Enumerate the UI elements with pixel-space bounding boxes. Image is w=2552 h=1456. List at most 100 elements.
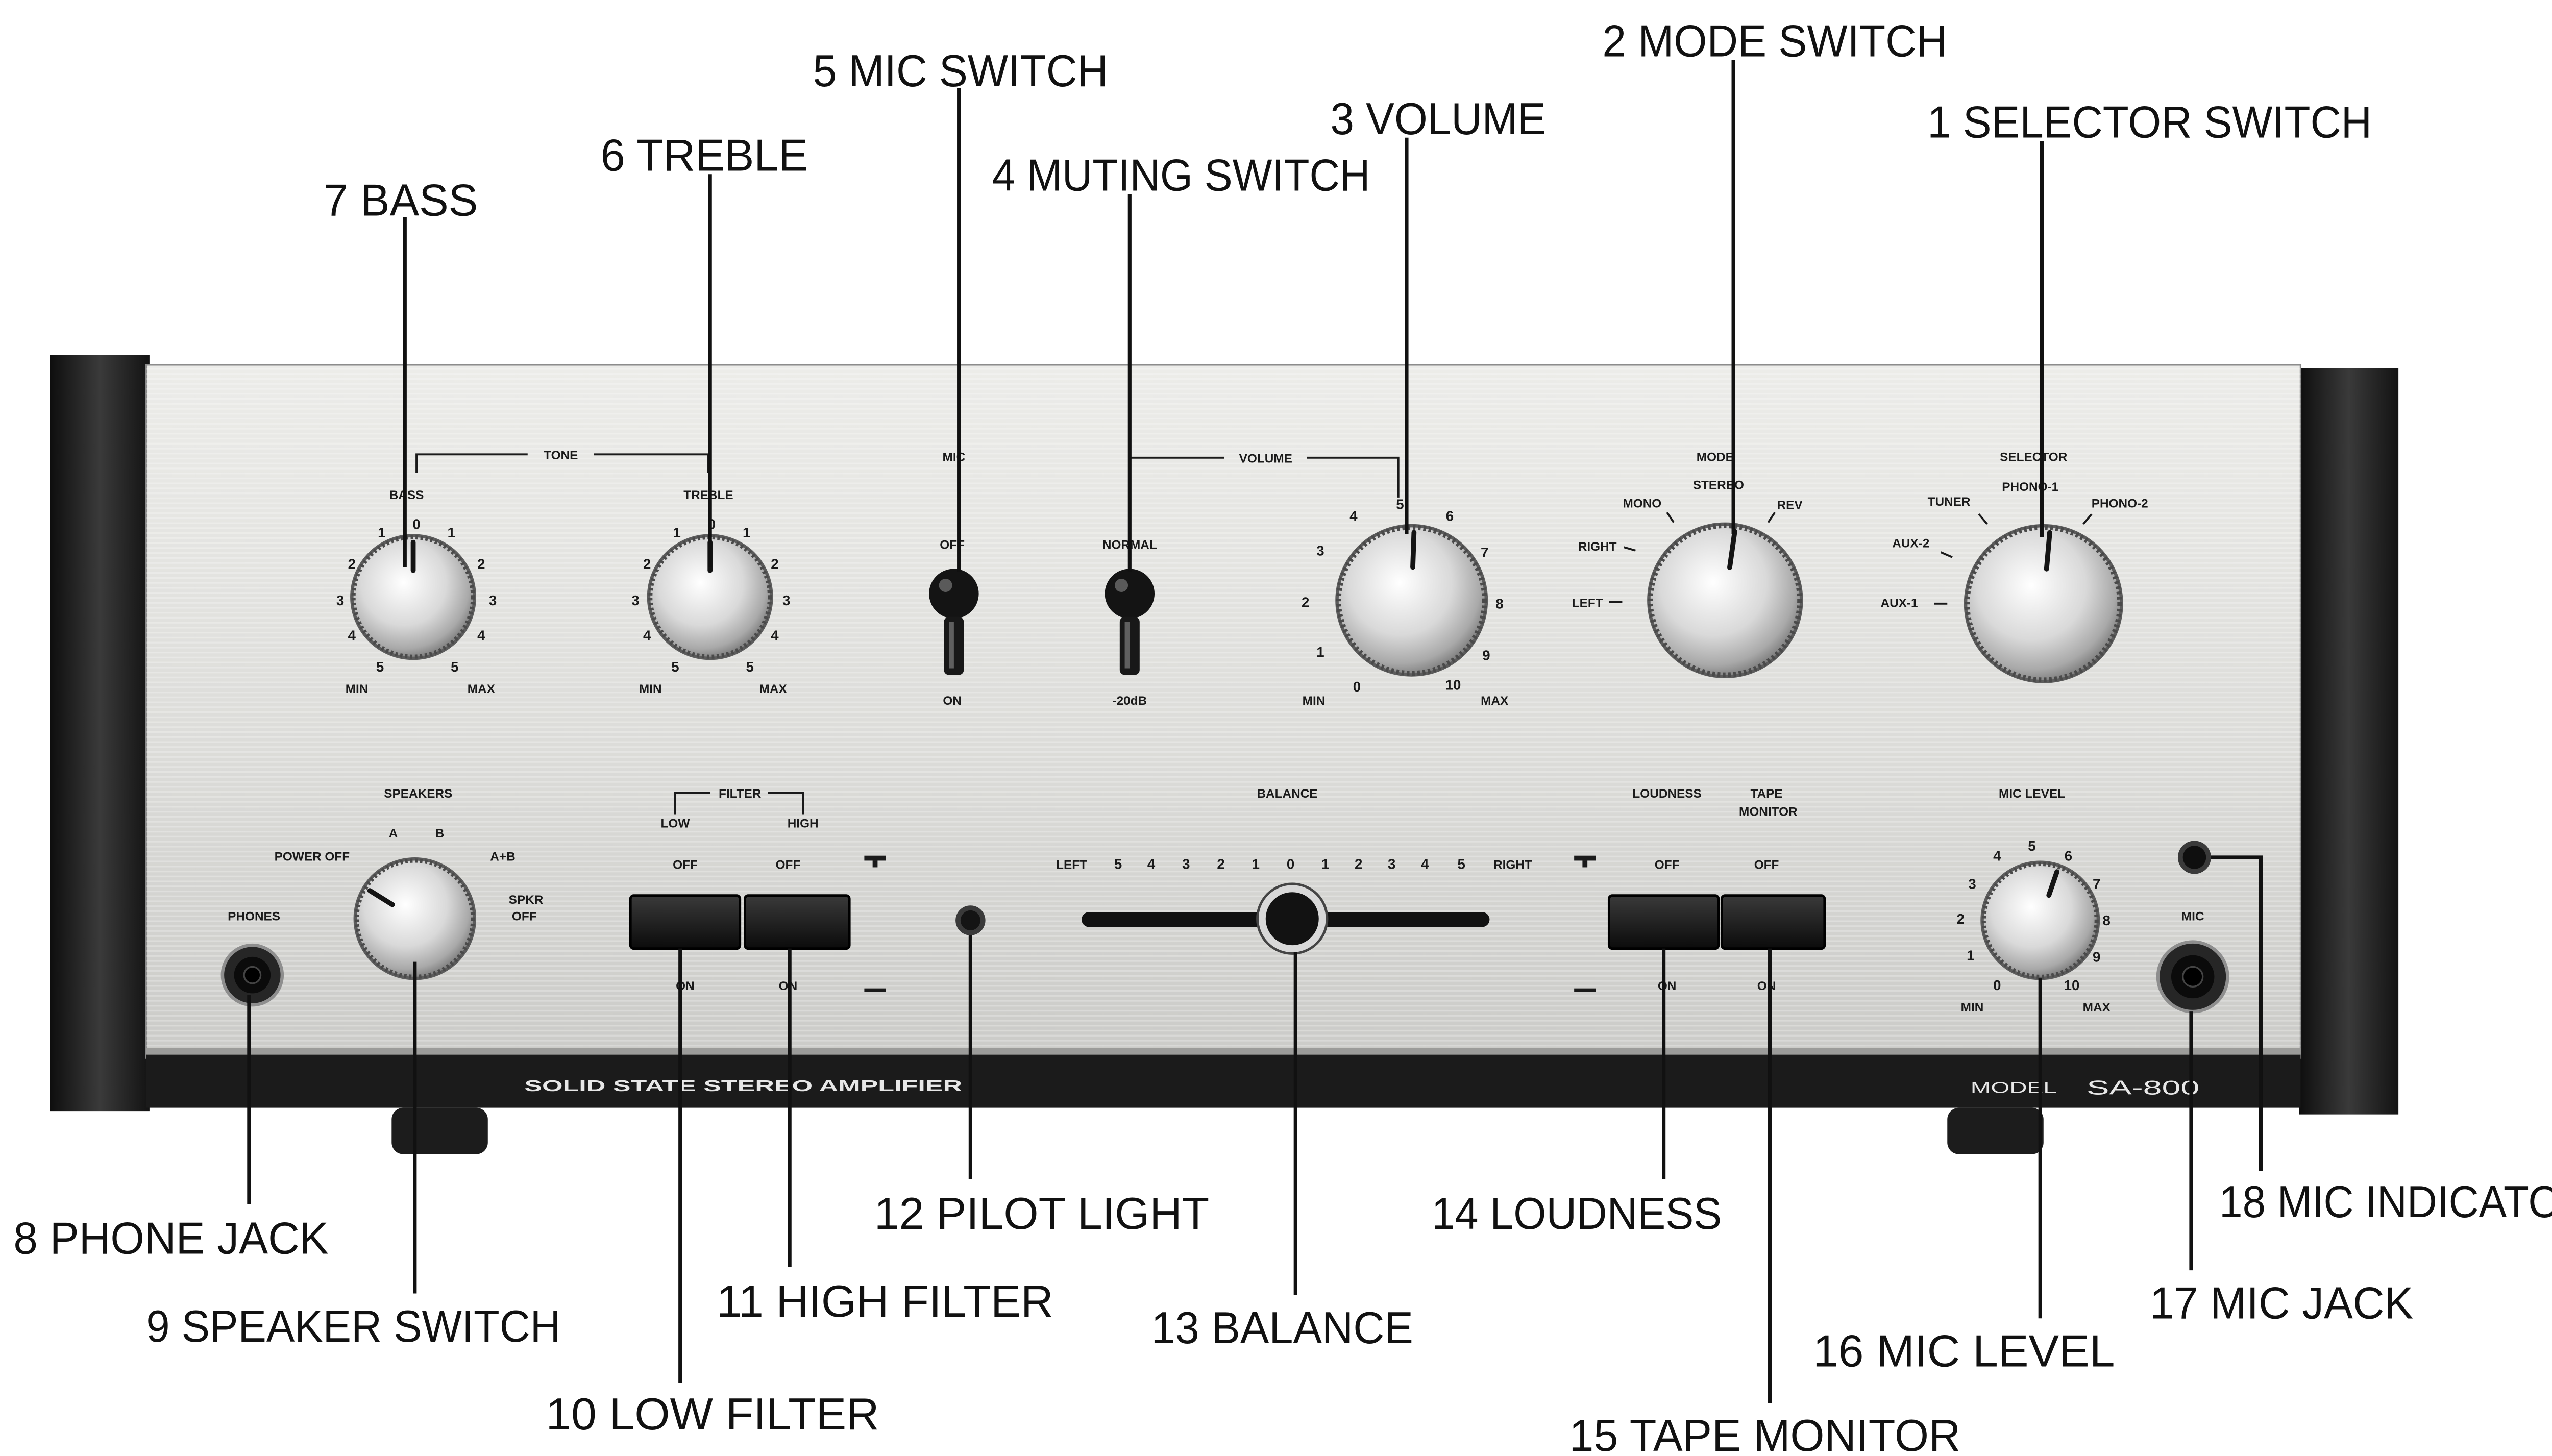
balance-scale-label: RIGHT xyxy=(1493,858,1532,872)
balance-scale-label: 2 xyxy=(1355,856,1362,872)
selector-knob-pointer xyxy=(2047,533,2050,569)
bass-scale-label: 4 xyxy=(477,627,485,643)
selector-switch-knob[interactable] xyxy=(1964,524,2123,683)
off-symbol-stem xyxy=(1582,860,1587,867)
mic-level-scale-label: 7 xyxy=(2093,876,2100,892)
tape-monitor-title-2: MONITOR xyxy=(1739,805,1798,819)
loudness-on-label: ON xyxy=(1658,979,1677,993)
mic-level-scale-label: 4 xyxy=(1993,848,2001,863)
tape-monitor-off-label: OFF xyxy=(1754,858,1779,872)
mode-right-label: RIGHT xyxy=(1578,540,1617,554)
pilot-light xyxy=(955,905,985,935)
callout-loudness: 14 LOUDNESS xyxy=(1432,1189,1722,1239)
mic-indicator-light xyxy=(2178,841,2211,874)
selector-title: SELECTOR xyxy=(2000,450,2068,464)
bass-scale-label: 1 xyxy=(378,525,385,540)
low-filter-off-label: OFF xyxy=(673,858,698,872)
volume-knob[interactable] xyxy=(1335,524,1488,677)
mic-toggle-highlight xyxy=(939,579,952,592)
volume-scale-label: 7 xyxy=(1481,545,1488,560)
callout-mic-switch: 5 MIC SWITCH xyxy=(813,46,1108,96)
volume-scale-label: 0 xyxy=(1353,679,1361,695)
high-filter-button[interactable] xyxy=(745,896,849,949)
balance-scale-label: 5 xyxy=(1114,856,1122,872)
tape-monitor-button[interactable] xyxy=(1722,896,1824,949)
selector-aux2-label: AUX-2 xyxy=(1892,536,1929,550)
mic-level-scale-label: 8 xyxy=(2103,912,2111,928)
treble-scale-label: 4 xyxy=(643,627,651,643)
mic-level-min-label: MIN xyxy=(1961,1001,1984,1015)
mic-level-scale-label: 6 xyxy=(2065,848,2072,863)
loudness-off-label: OFF xyxy=(1655,858,1680,872)
callout-treble: 6 TREBLE xyxy=(601,131,808,181)
speakers-title: SPEAKERS xyxy=(384,787,452,801)
mode-knob-face xyxy=(1651,526,1800,675)
selector-phono2-label: PHONO-2 xyxy=(2092,497,2148,510)
tone-label: TONE xyxy=(544,449,578,462)
mic-switch-on-label: ON xyxy=(943,694,962,708)
panel-bottom-edge xyxy=(146,1048,2300,1055)
bass-scale-label: 4 xyxy=(348,627,356,643)
mic-level-knob[interactable] xyxy=(1980,860,2100,980)
right-foot xyxy=(1947,1108,2043,1154)
brand-strip-text: SOLID STATE STEREO AMPLIFIER xyxy=(524,1077,962,1095)
mic-switch-title: MIC xyxy=(943,450,966,464)
mode-switch-knob[interactable] xyxy=(1647,523,1803,678)
selector-tuner-label: TUNER xyxy=(1928,495,1971,509)
muting-toggle-lever-shine xyxy=(1125,622,1130,669)
volume-scale-label: 2 xyxy=(1302,594,1309,610)
balance-scale-label: 1 xyxy=(1321,856,1329,872)
front-panel-brush-texture xyxy=(146,365,2300,1055)
bass-scale-label: 3 xyxy=(489,593,497,608)
speaker-switch-knob[interactable] xyxy=(354,857,476,980)
balance-slider-knob[interactable] xyxy=(1258,884,1327,953)
off-symbol-bar xyxy=(864,856,886,861)
pilot-light-lens xyxy=(961,910,980,930)
mic-level-scale-label: 9 xyxy=(2093,949,2100,965)
muting-toggle-highlight xyxy=(1115,579,1128,592)
low-filter-button[interactable] xyxy=(630,896,740,949)
balance-title: BALANCE xyxy=(1257,787,1317,801)
callout-high-filter: 11 HIGH FILTER xyxy=(717,1276,1053,1326)
callout-mic-level: 16 MIC LEVEL xyxy=(1813,1326,2115,1376)
callout-low-filter: 10 LOW FILTER xyxy=(546,1389,879,1439)
treble-scale-label: 3 xyxy=(782,593,790,608)
treble-max-label: MAX xyxy=(759,682,788,696)
mic-level-scale-label: 10 xyxy=(2064,977,2080,993)
mode-left-label: LEFT xyxy=(1572,596,1603,610)
phone-jack[interactable] xyxy=(223,945,282,1005)
mode-stereo-label: STEREO xyxy=(1693,479,1744,492)
treble-scale-label: 1 xyxy=(673,525,681,540)
mode-title: MODE xyxy=(1697,450,1734,464)
mic-jack[interactable] xyxy=(2158,942,2227,1011)
callout-muting-switch: 4 MUTING SWITCH xyxy=(992,151,1370,201)
treble-min-label: MIN xyxy=(639,682,662,696)
loudness-button[interactable] xyxy=(1609,896,1718,949)
mic-jack-label: MIC xyxy=(2181,909,2204,923)
speakers-off-label: OFF xyxy=(512,909,537,923)
muting-minus20-label: -20dB xyxy=(1112,694,1147,708)
high-filter-off-label: OFF xyxy=(776,858,801,872)
speakers-power-off-label: POWER OFF xyxy=(275,850,350,863)
amplifier-body: SOLID STATE STEREO AMPLIFIER MODEL SA-80… xyxy=(50,355,2398,1154)
mic-level-scale-label: 1 xyxy=(1967,947,1974,963)
filter-high-label: HIGH xyxy=(788,817,819,830)
model-label: MODEL xyxy=(1971,1078,2057,1096)
speakers-a-label: A xyxy=(389,827,398,841)
volume-scale-label: 1 xyxy=(1316,644,1324,660)
mode-mono-label: MONO xyxy=(1623,497,1661,510)
bass-scale-label: 2 xyxy=(477,556,485,572)
bass-scale-label: 3 xyxy=(336,593,344,608)
callout-mic-jack: 17 MIC JACK xyxy=(2150,1278,2414,1328)
mic-level-scale-label: 5 xyxy=(2028,838,2035,854)
bass-min-label: MIN xyxy=(346,682,369,696)
bass-max-label: MAX xyxy=(468,682,496,696)
volume-scale-label: 10 xyxy=(1445,677,1461,693)
balance-scale-label: 3 xyxy=(1182,856,1190,872)
callout-bass: 7 BASS xyxy=(324,175,478,225)
bass-knob[interactable] xyxy=(350,534,476,660)
mic-indicator-lens xyxy=(2183,846,2206,869)
mic-level-scale-label: 3 xyxy=(1968,876,1976,892)
volume-scale-label: 8 xyxy=(1495,596,1503,612)
mic-switch-off-label: OFF xyxy=(940,538,965,552)
